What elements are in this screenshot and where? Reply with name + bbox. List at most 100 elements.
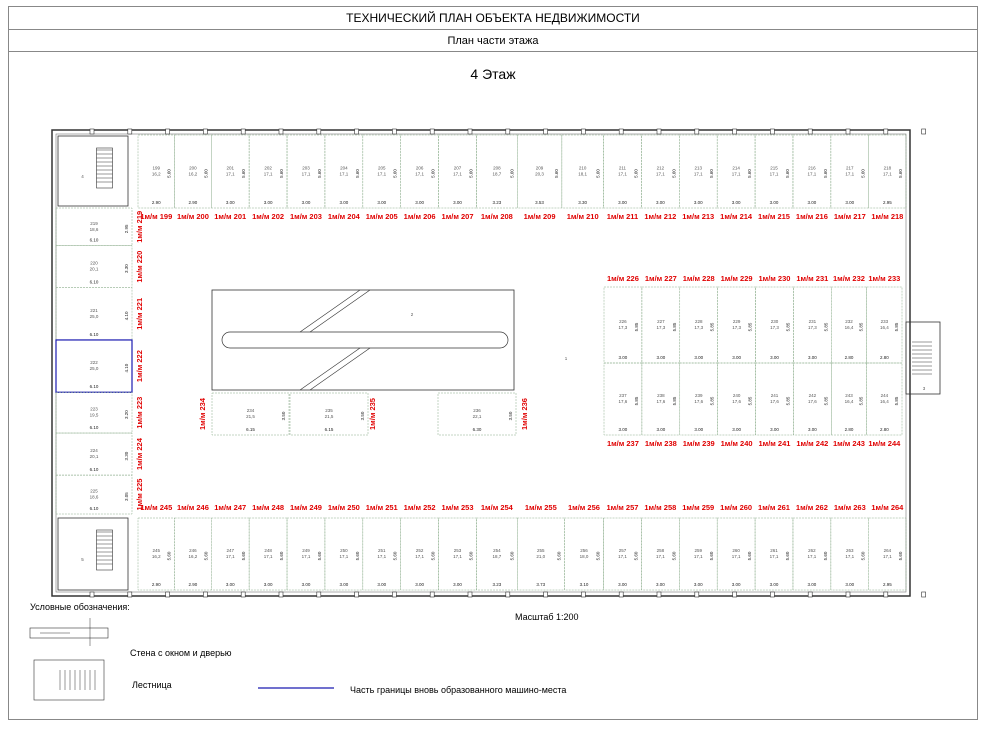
space-number: 208 <box>493 166 501 171</box>
space-width-dim: 3.00 <box>732 200 741 205</box>
space-label-204: 1м/м 204 <box>328 212 361 221</box>
space-number: 226 <box>619 319 627 324</box>
space-boundary <box>868 134 907 209</box>
space-width-dim: 3.00 <box>656 427 665 432</box>
space-number: 247 <box>226 548 234 553</box>
space-label-212: 1м/м 212 <box>644 212 676 221</box>
space-area: 17,1 <box>770 554 779 559</box>
space-number: 244 <box>881 393 889 398</box>
space-label-236: 1м/м 236 <box>520 398 529 430</box>
space-depth-dim: 5.60 <box>279 551 284 560</box>
space-label-242: 1м/м 242 <box>796 439 828 448</box>
column-mark <box>581 591 586 598</box>
space-width-dim: 6.15 <box>246 427 255 432</box>
space-label-213: 1м/м 213 <box>682 212 714 221</box>
space-width-dim: 3.73 <box>536 582 545 587</box>
space-width-dim: 3.00 <box>694 427 703 432</box>
space-label-219: 1м/м 219 <box>135 211 144 243</box>
space-width-dim: 3.00 <box>808 200 817 205</box>
space-number: 209 <box>536 166 544 171</box>
column-mark <box>921 128 926 135</box>
space-depth-dim: 5.85 <box>672 396 677 405</box>
space-depth-dim: 5.60 <box>671 551 676 560</box>
space-area: 17,1 <box>883 172 892 177</box>
space-width-dim: 3.00 <box>694 355 703 360</box>
space-width-dim: 3.00 <box>415 200 424 205</box>
space-depth-dim: 5.60 <box>431 551 436 560</box>
column-mark <box>807 591 813 598</box>
space-label-253: 1м/м 253 <box>442 503 474 512</box>
space-depth-dim: 5.60 <box>317 169 322 178</box>
space-area: 18,7 <box>492 554 501 559</box>
space-width-dim: 3.00 <box>770 200 779 205</box>
column-mark <box>883 128 889 135</box>
column-mark <box>165 128 170 135</box>
document-subtitle: План части этажа <box>8 30 978 52</box>
space-label-233: 1м/м 233 <box>868 274 900 283</box>
space-number: 221 <box>90 308 98 313</box>
space-label-217: 1м/м 217 <box>834 212 866 221</box>
space-area: 17,3 <box>808 325 817 330</box>
space-depth-dim: 3.50 <box>360 411 365 420</box>
space-depth-dim: 5.85 <box>894 396 899 405</box>
space-area: 17,1 <box>694 172 703 177</box>
legend-wall-symbol <box>29 627 109 639</box>
space-area: 17,1 <box>694 554 703 559</box>
space-width-dim: 6.10 <box>90 506 99 511</box>
space-depth-dim: 5.60 <box>709 169 714 178</box>
space-label-224: 1м/м 224 <box>135 437 144 470</box>
space-width-dim: 6.10 <box>90 332 99 337</box>
space-label-211: 1м/м 211 <box>607 212 639 221</box>
space-depth-dim: 5.60 <box>167 169 172 178</box>
space-width-dim: 3.00 <box>339 200 348 205</box>
parking-spaces: 19916,22.905.6020016,22.905.6020117,13.0… <box>55 134 907 591</box>
space-width-dim: 3.00 <box>302 200 311 205</box>
column-mark <box>165 591 170 598</box>
space-number: 243 <box>845 393 853 398</box>
space-label-234: 1м/м 234 <box>198 397 207 430</box>
space-label-208: 1м/м 208 <box>481 212 513 221</box>
stairwell-3-outline <box>905 321 941 395</box>
space-number: 233 <box>881 319 889 324</box>
space-area: 17,1 <box>656 554 665 559</box>
space-label-255: 1м/м 255 <box>525 503 557 512</box>
space-boundary <box>211 392 290 436</box>
space-area: 22,1 <box>473 414 482 419</box>
space-depth-dim: 5.60 <box>241 551 246 560</box>
stair-room-number: 5 <box>81 557 84 562</box>
space-width-dim: 3.00 <box>415 582 424 587</box>
space-area: 17,1 <box>377 554 386 559</box>
column-mark <box>203 128 208 135</box>
space-number: 220 <box>90 261 98 266</box>
space-area: 17,6 <box>694 399 703 404</box>
space-area: 17,1 <box>302 554 311 559</box>
space-depth-dim: 5.60 <box>468 551 473 560</box>
space-width-dim: 2.95 <box>883 582 892 587</box>
space-width-dim: 6.15 <box>325 427 334 432</box>
column-mark <box>278 591 284 598</box>
space-width-dim: 3.00 <box>694 582 703 587</box>
space-label-263: 1м/м 263 <box>834 503 866 512</box>
space-boundary <box>866 362 903 436</box>
space-label-216: 1м/м 216 <box>796 212 828 221</box>
space-area: 17,6 <box>808 399 817 404</box>
column-mark <box>845 128 851 135</box>
column-mark <box>807 128 813 135</box>
space-area: 17,1 <box>656 172 665 177</box>
ramp-edge <box>299 347 361 391</box>
space-number: 204 <box>340 166 348 171</box>
space-area: 17,1 <box>264 172 273 177</box>
space-number: 230 <box>771 319 779 324</box>
